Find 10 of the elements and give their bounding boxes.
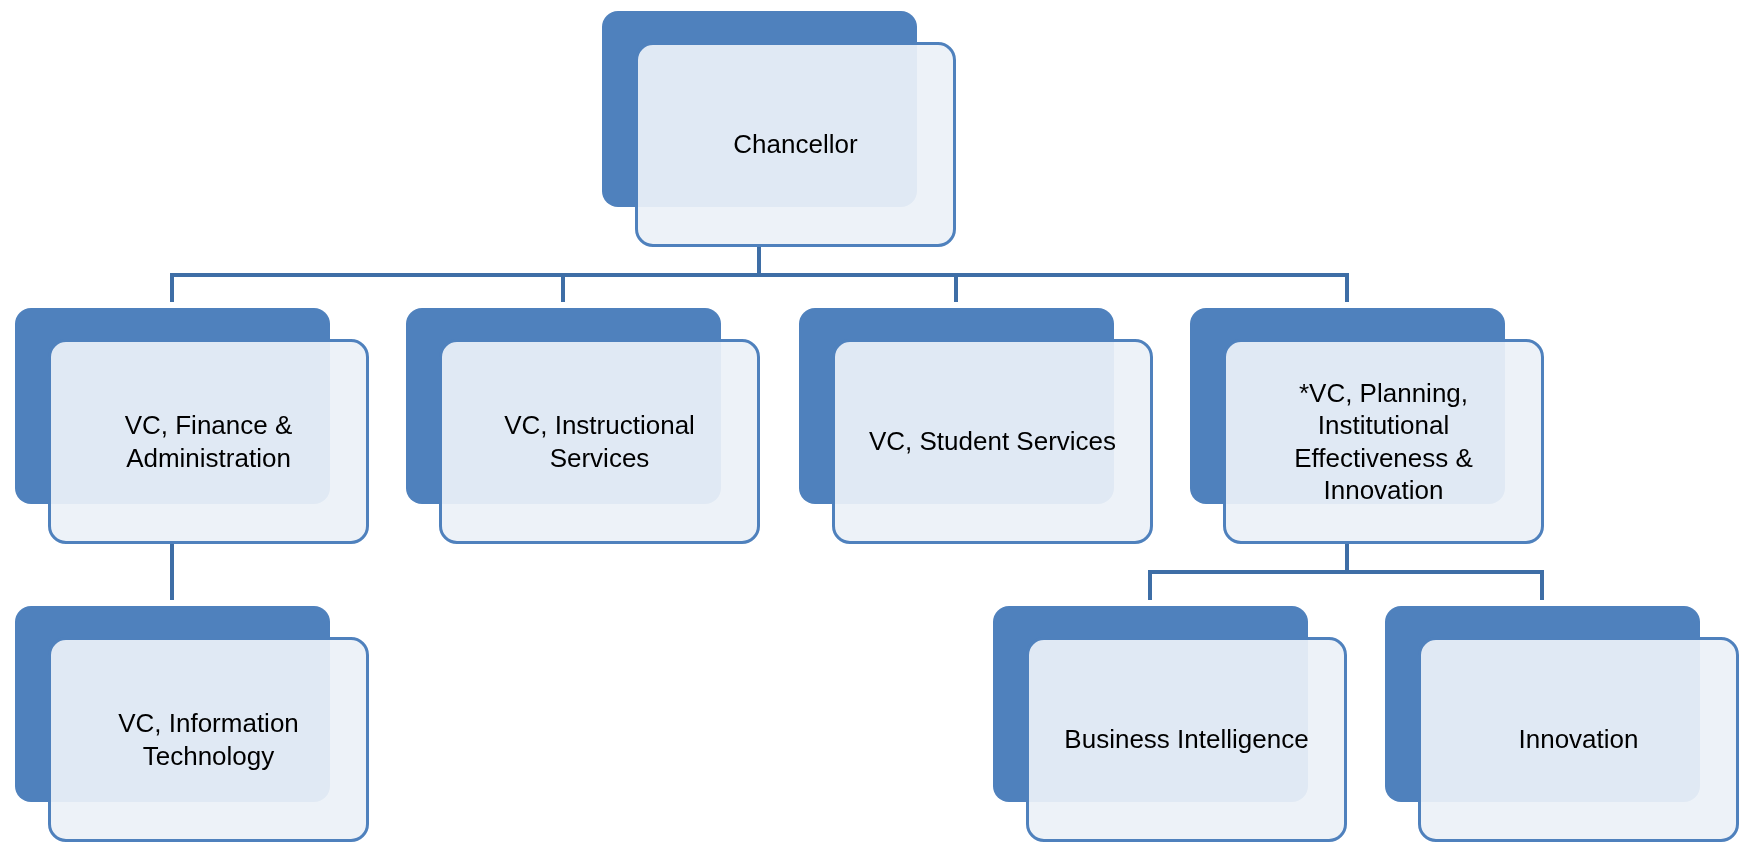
role-title: Chancellor [733, 128, 858, 161]
role-title: Innovation [1518, 723, 1639, 756]
connector-line [170, 544, 174, 600]
connector-line [1345, 544, 1544, 600]
role-title: VC, Finance & Administration [123, 409, 294, 474]
role-title: VC, Student Services [868, 425, 1117, 458]
role-title: VC, Information Technology [117, 707, 300, 772]
role-title: *VC, Planning, Institutional Effectiveness & Innovation [1293, 376, 1474, 507]
role-title: VC, Instructional Services [503, 409, 696, 474]
role-title: Business Intelligence [1064, 723, 1309, 756]
